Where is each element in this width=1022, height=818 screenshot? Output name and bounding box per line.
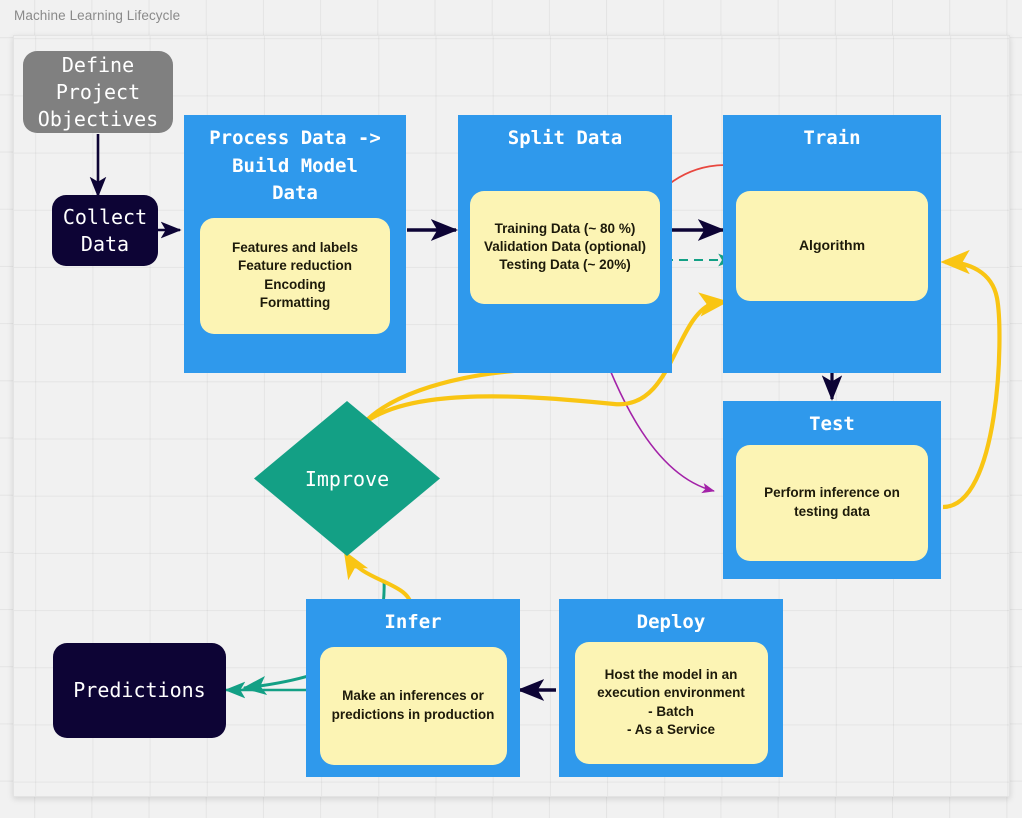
node-body: Training Data (~ 80 %) Validation Data (… bbox=[470, 190, 660, 304]
page-title: Machine Learning Lifecycle bbox=[14, 8, 181, 23]
node-label: Predictions bbox=[73, 678, 206, 702]
node-split-data[interactable]: Split Data Training Data (~ 80 %) Valida… bbox=[458, 115, 672, 373]
node-title: Train bbox=[803, 127, 861, 149]
edge-test-to-train-retrain bbox=[940, 249, 1002, 510]
node-body: Make an inferences or predictions in pro… bbox=[319, 646, 507, 765]
node-process-data[interactable]: Process Data -> Build Model Data Feature… bbox=[184, 115, 406, 373]
node-body: Features and labels Feature reduction En… bbox=[200, 217, 390, 334]
node-collect-data[interactable]: Collect Data bbox=[52, 195, 158, 266]
node-body: Algorithm bbox=[736, 190, 928, 301]
node-improve[interactable]: Improve bbox=[254, 401, 440, 556]
node-title: Test bbox=[809, 413, 855, 435]
node-title: Process Data -> Build Model Data bbox=[209, 127, 381, 205]
node-deploy[interactable]: Deploy Host the model in an execution en… bbox=[559, 599, 783, 777]
node-body: Perform inference on testing data bbox=[736, 444, 928, 561]
node-label: Improve bbox=[304, 466, 390, 491]
node-label: Collect Data bbox=[62, 204, 148, 256]
node-test[interactable]: Test Perform inference on testing data bbox=[723, 401, 941, 579]
diagram-canvas[interactable]: Define Project Objectives Collect Data P… bbox=[13, 35, 1010, 797]
node-label: Define Project Objectives bbox=[37, 52, 159, 131]
node-predictions[interactable]: Predictions bbox=[53, 643, 226, 738]
node-title: Split Data bbox=[507, 127, 623, 149]
node-title: Infer bbox=[384, 611, 442, 633]
node-title: Deploy bbox=[636, 611, 706, 633]
node-train[interactable]: Train Algorithm bbox=[723, 115, 941, 373]
node-define-project-objectives[interactable]: Define Project Objectives bbox=[23, 51, 173, 133]
node-body: Host the model in an execution environme… bbox=[574, 641, 768, 764]
node-infer[interactable]: Infer Make an inferences or predictions … bbox=[306, 599, 520, 777]
